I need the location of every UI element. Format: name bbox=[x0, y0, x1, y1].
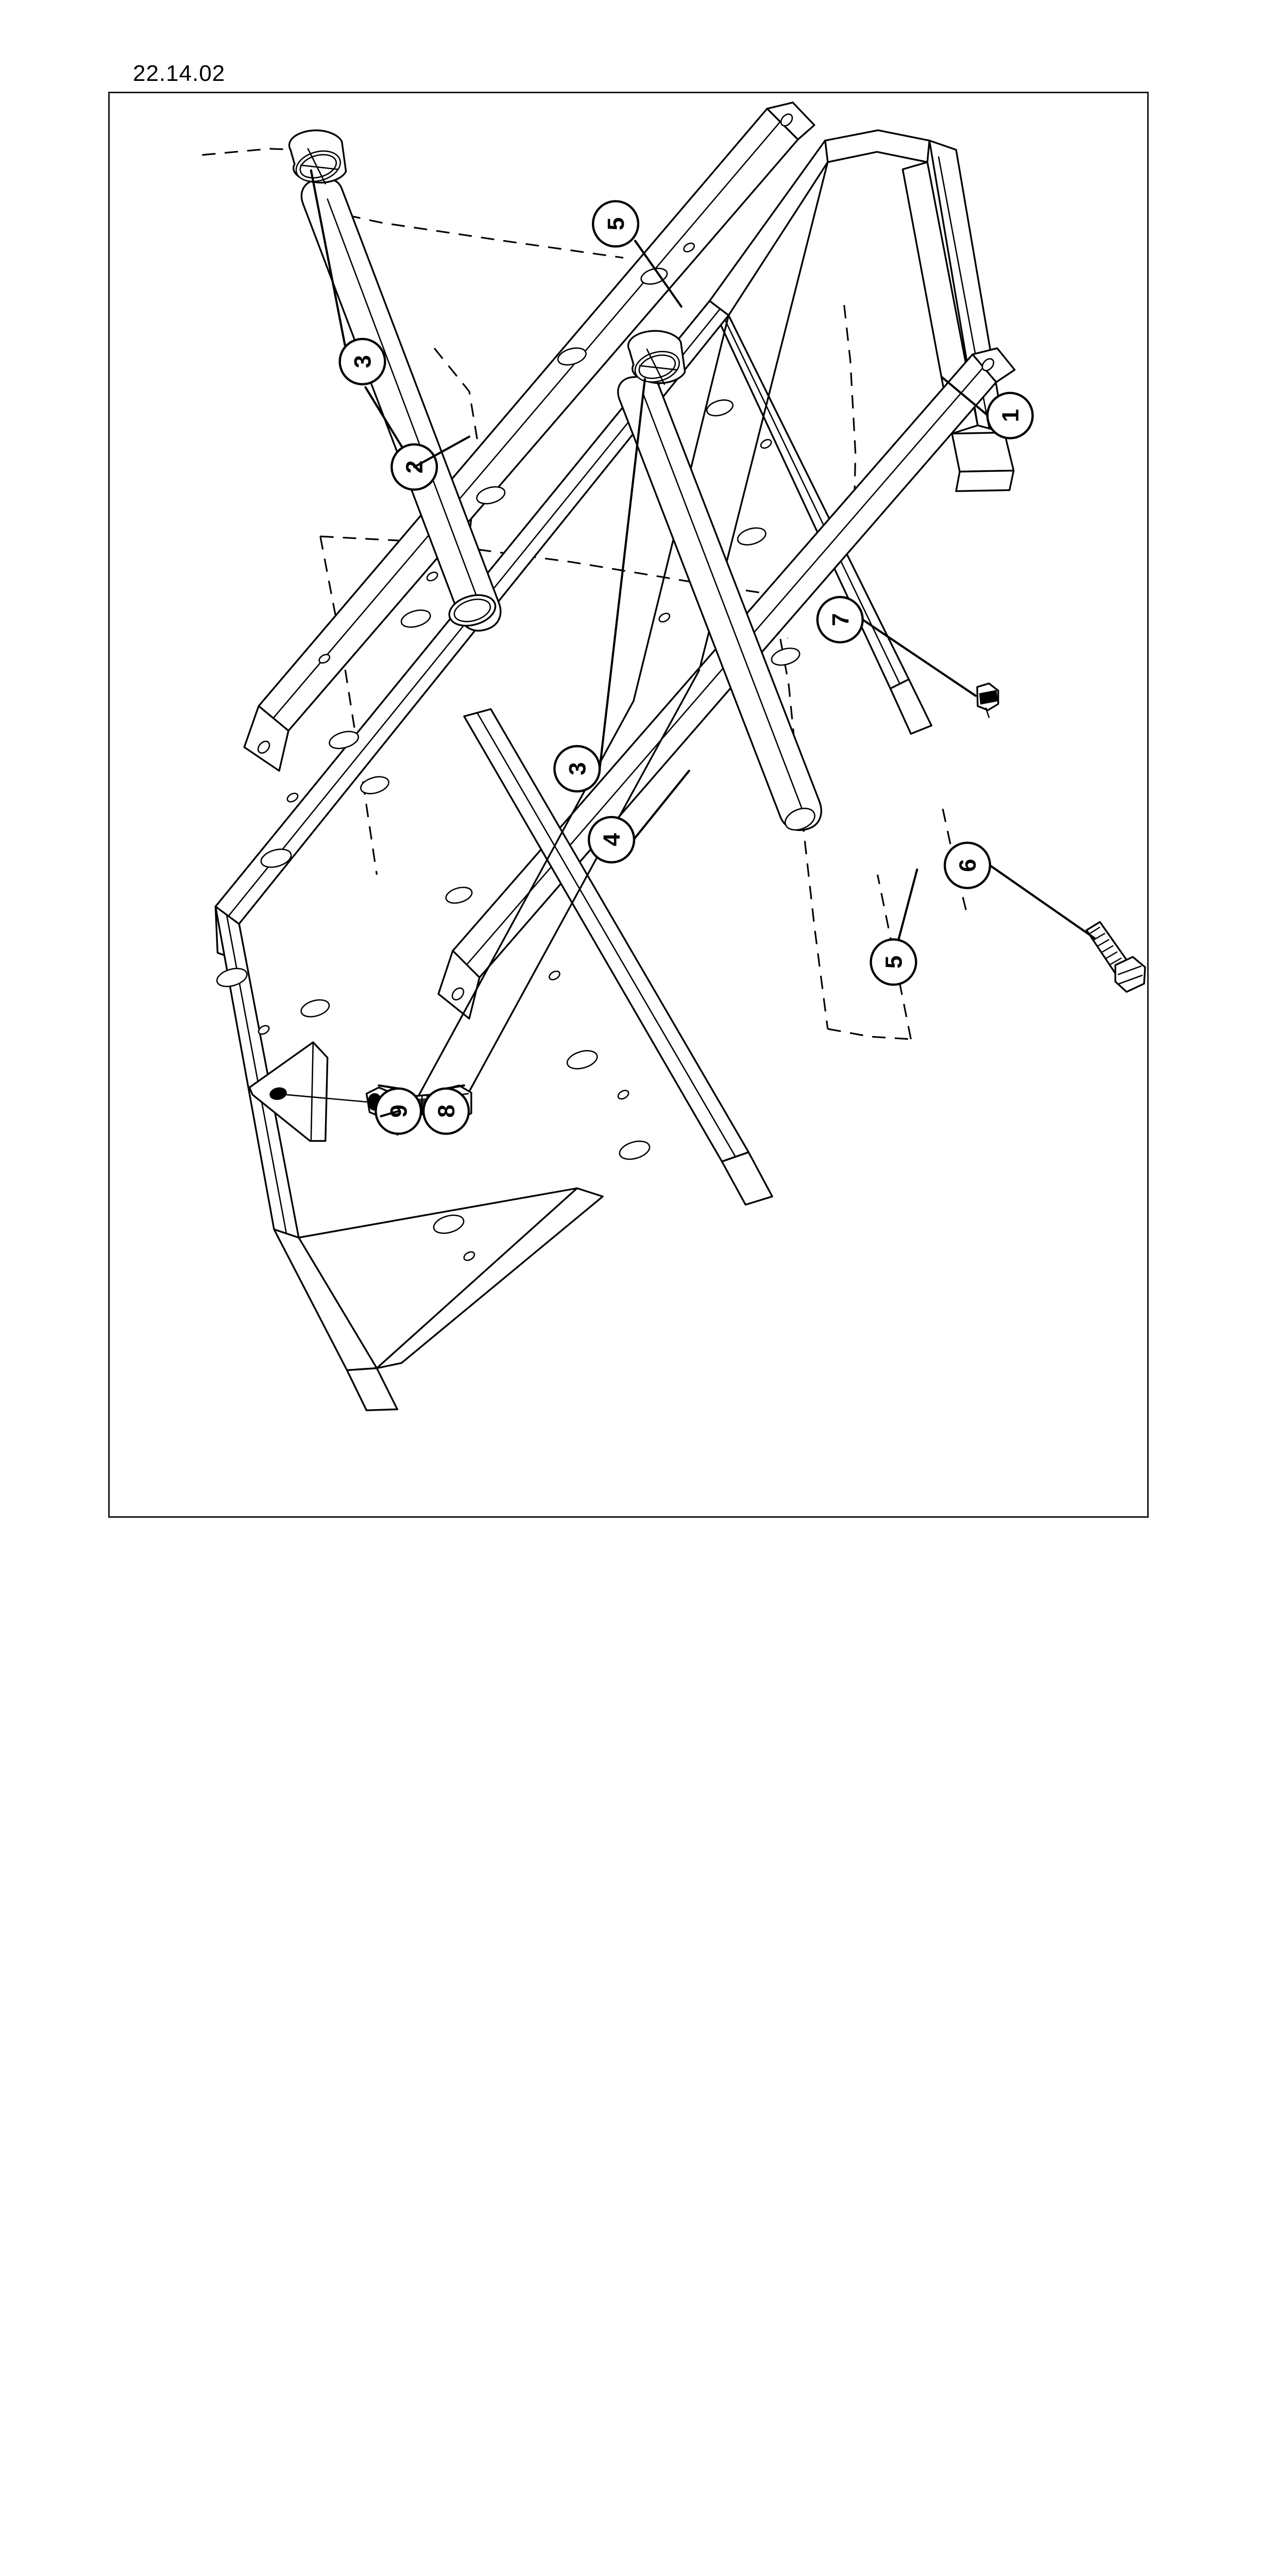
callout-label-5b: 5 bbox=[880, 956, 907, 969]
part-7-hex-nut bbox=[976, 682, 999, 718]
frame-holes bbox=[216, 242, 800, 1261]
callout-5-lower: 5 bbox=[870, 868, 918, 986]
callout-7: 7 bbox=[816, 596, 977, 697]
parts-diagram: .ln { fill:none; stroke:#000; stroke-wid… bbox=[202, 101, 1146, 1412]
callout-label-3a: 3 bbox=[349, 355, 376, 368]
frame-lower-structure bbox=[214, 905, 604, 1412]
footer: Return BT PRIME-MOVER bbox=[0, 1525, 1261, 1632]
callout-1: 1 bbox=[941, 376, 1034, 439]
callout-6: 6 bbox=[943, 841, 1096, 940]
callout-balloons: 5 3 2 1 bbox=[310, 169, 1096, 1135]
drawing-frame: .ln { fill:none; stroke:#000; stroke-wid… bbox=[108, 92, 1149, 1518]
callout-label-4: 4 bbox=[598, 833, 625, 846]
part-6-hex-bolt bbox=[1085, 921, 1146, 993]
callout-8: 8 bbox=[422, 1087, 470, 1135]
callout-3-upper: 3 bbox=[310, 169, 386, 385]
page-number: 22.14.02 bbox=[133, 61, 226, 86]
callout-4: 4 bbox=[588, 770, 690, 863]
callout-label-3b: 3 bbox=[564, 762, 590, 775]
page-root: 22.14.02 .ln { fill:none; stroke:#000; s… bbox=[0, 61, 1261, 1632]
part-3b-bushing-lower bbox=[627, 330, 686, 385]
callout-3-lower: 3 bbox=[553, 378, 646, 793]
callout-leaders-overlay bbox=[378, 1084, 466, 1090]
callout-label-8: 8 bbox=[433, 1105, 459, 1118]
callout-5: 5 bbox=[592, 200, 683, 308]
callout-label-6: 6 bbox=[954, 859, 981, 872]
callout-label-7: 7 bbox=[827, 613, 854, 626]
gusset-plate bbox=[248, 1041, 367, 1142]
part-2-upper-cross-tube bbox=[300, 178, 502, 632]
tube-pivot-hole bbox=[448, 594, 497, 627]
callout-label-5: 5 bbox=[602, 217, 629, 231]
part-3a-bushing-upper bbox=[288, 129, 347, 184]
callout-label-1: 1 bbox=[997, 409, 1024, 422]
frame-center-diagonal-rail bbox=[463, 708, 773, 1206]
